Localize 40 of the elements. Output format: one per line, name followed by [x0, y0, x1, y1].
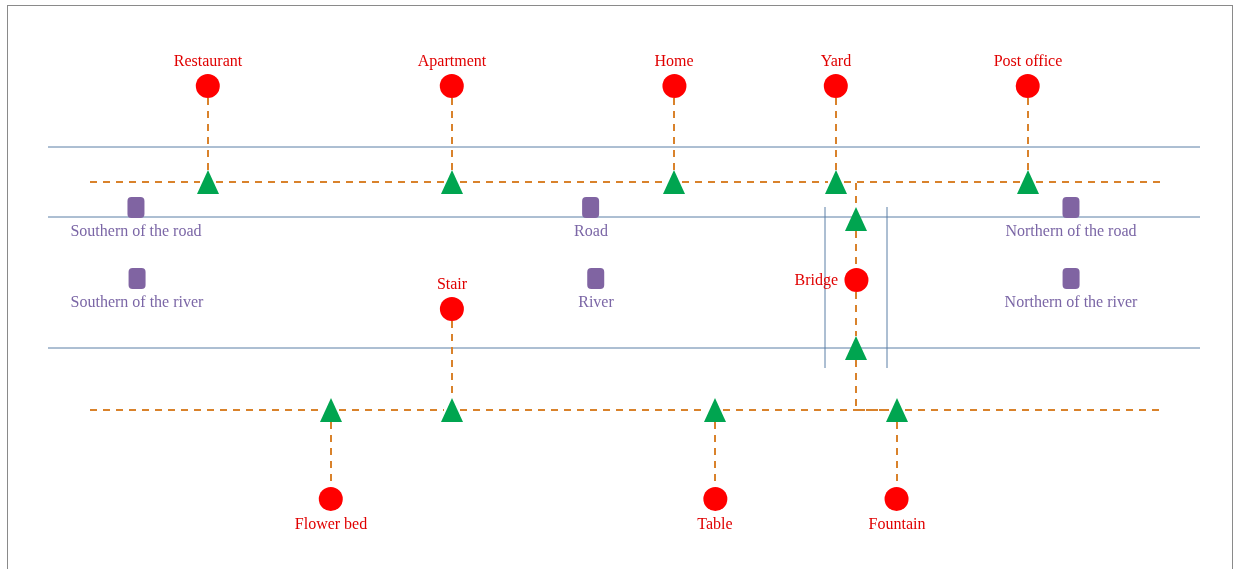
place-label: Northern of the road [1005, 222, 1137, 240]
dashed-path [855, 359, 890, 411]
dashed-path [681, 181, 829, 183]
dashed-path [338, 409, 445, 411]
place-label: Fountain [868, 515, 926, 533]
triangle-marker [197, 170, 219, 194]
place-label: Home [654, 52, 694, 70]
place-label: Bridge [794, 271, 838, 289]
dashed-path [1035, 181, 1161, 183]
place-label: Yard [820, 52, 852, 70]
place-label: Post office [993, 52, 1063, 70]
triangle-marker [704, 398, 726, 422]
place-label: Southern of the road [70, 222, 202, 240]
place-label: Table [697, 515, 733, 533]
triangle-marker [825, 170, 847, 194]
place-label: Apartment [417, 52, 487, 70]
place-label: Northern of the river [1004, 293, 1138, 311]
dashed-path [451, 97, 453, 171]
place-label: River [578, 293, 614, 311]
place-label: Stair [436, 275, 468, 293]
place-label: Southern of the river [70, 293, 204, 311]
dashed-path [835, 97, 837, 171]
dashed-path [215, 181, 445, 183]
triangle-marker [845, 336, 867, 360]
triangle-marker [845, 207, 867, 231]
triangle-marker [320, 398, 342, 422]
place-label: Road [574, 222, 608, 240]
triangle-marker [886, 398, 908, 422]
dashed-path [89, 181, 201, 183]
dashed-path [904, 409, 1161, 411]
dashed-path [673, 97, 675, 171]
triangle-marker [1017, 170, 1039, 194]
triangle-marker [663, 170, 685, 194]
triangle-marker [441, 398, 463, 422]
place-label: Flower bed [294, 515, 368, 533]
dashed-path [855, 291, 857, 337]
dashed-path [207, 97, 209, 171]
place-label: Restaurant [173, 52, 243, 70]
dashed-path [1027, 97, 1029, 171]
triangle-marker [441, 170, 463, 194]
